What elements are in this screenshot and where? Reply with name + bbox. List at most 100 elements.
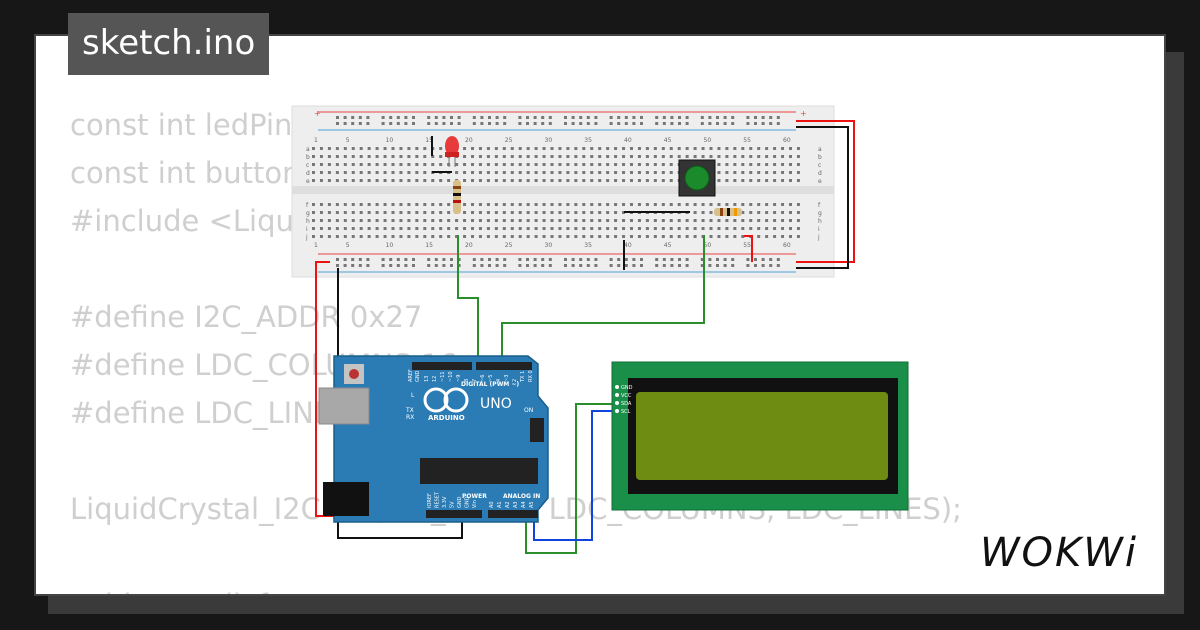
row-letter: h: [306, 218, 310, 225]
pin-label: GND: [415, 370, 421, 382]
rx-label: RX: [406, 414, 414, 421]
column-number: 40: [624, 137, 632, 144]
arduino-uno-board[interactable]: DIGITAL (PWM ~) UNO ARDUINO TX RX L ON P…: [318, 355, 549, 523]
pin-label: ~11: [440, 371, 446, 382]
pin-label: ~9: [456, 375, 462, 382]
atmega-chip: [420, 458, 538, 484]
pin-label: ~5: [488, 375, 494, 382]
pin-label: 3.3V: [442, 496, 448, 508]
code-line: #define I2C_ADDR 0x27: [70, 300, 423, 334]
column-number: 30: [545, 242, 553, 249]
analog-header: [488, 510, 538, 518]
row-letter: j: [817, 234, 820, 241]
wokwi-logo-text: WOKWi: [980, 530, 1138, 576]
row-letter: c: [818, 162, 821, 169]
column-number: 5: [346, 242, 350, 249]
pin-label: Vin: [472, 500, 478, 508]
pin-label: GND: [465, 496, 471, 508]
pin-label: RX 0: [528, 370, 534, 382]
row-letter: i: [818, 226, 820, 233]
digital-header-2: [412, 362, 472, 370]
row-letter: c: [306, 162, 309, 169]
lcd-screen: [636, 392, 888, 480]
column-number: 15: [425, 242, 433, 249]
row-letter: a: [818, 146, 822, 153]
column-number: 40: [624, 242, 632, 249]
digital-header: [476, 362, 532, 370]
uno-label: UNO: [480, 396, 512, 412]
row-letter: d: [818, 170, 822, 177]
row-letter: a: [306, 146, 310, 153]
row-letter: g: [306, 210, 310, 217]
column-number: 25: [505, 242, 513, 249]
pin-label: 4: [496, 379, 502, 382]
row-letter: d: [306, 170, 310, 177]
lcd-pin-label: SCL: [621, 409, 631, 415]
resistor-button[interactable]: [714, 208, 742, 216]
lcd-pin-labels: GND VCC SDA SCL: [615, 385, 633, 415]
column-number: 25: [505, 137, 513, 144]
wire-sda: [525, 403, 616, 554]
pin-label: 5V: [450, 501, 456, 508]
lcd-pin-label: GND: [621, 385, 633, 391]
pushbutton[interactable]: [678, 159, 716, 197]
row-letter: f: [818, 202, 821, 209]
wire-led: [457, 235, 479, 362]
column-number: 60: [783, 137, 791, 144]
row-letter: b: [818, 154, 822, 161]
row-letter: j: [305, 234, 308, 241]
usb-port: [318, 387, 370, 425]
pin-label: ~3: [504, 375, 510, 382]
column-number: 50: [704, 242, 712, 249]
tx-label: TX: [405, 407, 414, 414]
pin-label: TX 1: [520, 371, 526, 383]
column-number: 15: [425, 137, 433, 144]
wokwi-logo: WOKWi: [980, 530, 1138, 576]
lcd-pin-label: SDA: [621, 401, 632, 407]
code-line: void setup() {: [70, 585, 272, 594]
pin-label: 13: [424, 376, 430, 382]
led-red[interactable]: [445, 136, 459, 167]
row-letter: f: [306, 202, 309, 209]
row-letter: g: [818, 210, 822, 217]
column-number: 20: [465, 137, 473, 144]
pin-label: GND: [457, 496, 463, 508]
pin-label: 7: [472, 379, 478, 382]
l-label: L: [411, 392, 415, 399]
pin-label: IOREF: [427, 493, 433, 508]
column-number: 1: [314, 242, 318, 249]
digital-label: DIGITAL (PWM ~): [461, 381, 519, 388]
pin-label: A2: [505, 501, 511, 508]
lcd-display[interactable]: GND VCC SDA SCL: [611, 361, 909, 511]
rail-plus-label: +: [314, 109, 321, 118]
wire-red-rail: [796, 120, 855, 263]
pin-label: AREF: [408, 369, 414, 382]
column-number: 5: [346, 137, 350, 144]
pin-label: A1: [497, 501, 503, 508]
power-header: [426, 510, 482, 518]
wire-resistor-vcc: [744, 235, 753, 262]
column-number: 35: [584, 242, 592, 249]
pin-label: 2: [512, 379, 518, 382]
row-letter: e: [818, 178, 822, 185]
pin-label: A0: [489, 501, 495, 508]
pin-label: A3: [513, 501, 519, 508]
column-number: 55: [743, 242, 751, 249]
pin-label: RESET: [435, 491, 441, 508]
reset-icon: [349, 369, 359, 379]
row-letter: e: [306, 178, 310, 185]
column-number: 20: [465, 242, 473, 249]
pin-label: 8: [464, 379, 470, 382]
column-number: 10: [386, 137, 394, 144]
breadboard-holes: [312, 116, 800, 267]
column-number: 60: [783, 242, 791, 249]
resistor-led[interactable]: [453, 180, 461, 214]
wire-scl: [533, 410, 616, 541]
lcd-pin-label: VCC: [621, 393, 632, 399]
